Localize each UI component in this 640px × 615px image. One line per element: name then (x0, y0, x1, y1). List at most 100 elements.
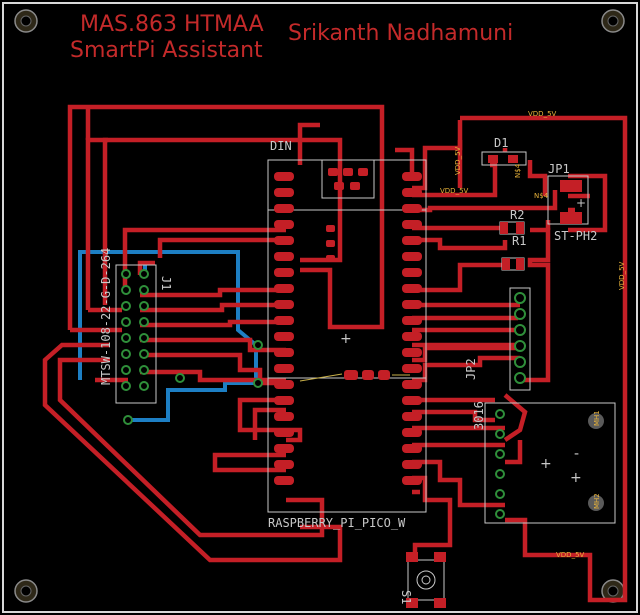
pico-pad-left (274, 332, 294, 341)
jp1-center-cross: + (576, 196, 586, 210)
mic-minus-label: - (574, 446, 579, 462)
j1-pin (121, 365, 131, 375)
j1-extra-pad (123, 415, 133, 425)
title-line1: MAS.863 HTMAA (80, 12, 264, 37)
pico-name-label: RASPBERRY_PI_PICO_W (268, 516, 406, 530)
j1-pin (139, 349, 149, 359)
net-label-vdd5v-top: VDD_5V (528, 110, 557, 118)
pico-pad-right (402, 252, 422, 261)
pico-pad-right (402, 300, 422, 309)
net-label-vdd5v-left: VDD_5V (454, 146, 462, 175)
jp2-pin (514, 324, 526, 336)
pico-pad-left (274, 396, 294, 405)
pico-pad-right (402, 444, 422, 453)
pico-pad-left (274, 188, 294, 197)
pico-pad-left (274, 236, 294, 245)
j1-pin (139, 317, 149, 327)
jp1-ref-label: JP1 (548, 162, 570, 176)
j1-pin (121, 269, 131, 279)
mic-center-cross: + (540, 456, 552, 472)
pico-pad-left (274, 364, 294, 373)
s1-center (416, 570, 436, 590)
s1-pad-3 (406, 598, 418, 608)
mic-board-pin (495, 409, 505, 419)
pico-pad-right (402, 476, 422, 485)
mic-board-pin (495, 489, 505, 499)
jp2-pin (514, 308, 526, 320)
pico-center-cross: + (340, 331, 352, 347)
pico-debug-pads (326, 225, 335, 262)
j1-part-label: MTSW-108-22-G-D-264 (99, 248, 113, 385)
j1-pin (139, 333, 149, 343)
r1-ref-label: R1 (512, 234, 526, 248)
j1-pin (121, 317, 131, 327)
pico-pad-left (274, 172, 294, 181)
r2-pad-2 (516, 222, 524, 234)
j1-ref-label: J1 (159, 276, 173, 290)
mic-board-pin (495, 509, 505, 519)
pico-pads (274, 172, 422, 485)
j1-pin (121, 349, 131, 359)
pico-pad-left (274, 252, 294, 261)
s1-outline (407, 559, 445, 601)
pico-pad-left (274, 444, 294, 453)
pico-pad-right (402, 172, 422, 181)
mic1-label: MH1 (593, 410, 601, 426)
pico-pad-right (402, 396, 422, 405)
mic-board-pin (495, 449, 505, 459)
top-layer-traces (42, 104, 628, 603)
j1-pin (121, 285, 131, 295)
jp2-pads (514, 292, 526, 384)
mounting-hole-top-left (14, 9, 38, 33)
pico-pad-left (274, 428, 294, 437)
pico-pad-right (402, 316, 422, 325)
jp1-part-label: ST-PH2 (554, 229, 597, 243)
pico-pad-right (402, 332, 422, 341)
j1-pin (139, 269, 149, 279)
pico-pad-right (402, 460, 422, 469)
mic2-label: MH2 (593, 493, 601, 509)
pico-pad-right (402, 364, 422, 373)
jp2-pin (514, 372, 526, 384)
pico-pad-left (274, 204, 294, 213)
pico-pad-right (402, 412, 422, 421)
pico-test-pads (344, 370, 390, 380)
jp2-ref-label: JP2 (464, 358, 478, 380)
mic1-pad (588, 413, 604, 429)
pico-pad-right (402, 236, 422, 245)
pico-pad-left (274, 316, 294, 325)
d1-pad-1 (488, 155, 498, 163)
j1-pin (121, 333, 131, 343)
pico-pad-left (274, 476, 294, 485)
pico-pad-right (402, 428, 422, 437)
jp2-pin (514, 356, 526, 368)
jp1-pad-2 (560, 212, 582, 224)
net-label-vdd5v-bottom: VDD_5V (556, 551, 585, 559)
j1-pin (139, 285, 149, 295)
pico-pad-left (274, 460, 294, 469)
net-label-n4-vertical: N$4 (514, 163, 522, 178)
pico-pad-right (402, 284, 422, 293)
r2-ref-label: R2 (510, 208, 524, 222)
s1-pad-4 (434, 598, 446, 608)
r1-pad-2 (516, 258, 524, 270)
title-line2: SmartPi Assistant (70, 38, 263, 63)
pico-pad-right (402, 380, 422, 389)
pico-pad-right (402, 204, 422, 213)
mic-board-pin (495, 469, 505, 479)
pico-pad-right (402, 348, 422, 357)
net-label-vdd5v-right: VDD_5V (618, 261, 626, 290)
s1-pad-2 (434, 552, 446, 562)
pico-usb-pads (328, 168, 368, 190)
mic-plus-label: + (570, 470, 582, 486)
jp2-outline (509, 287, 531, 391)
j1-extra-pad (175, 373, 185, 383)
pico-pad-left (274, 284, 294, 293)
pico-pad-left (274, 268, 294, 277)
d1-outline (481, 151, 527, 166)
j1-pin (139, 365, 149, 375)
j1-pin (139, 301, 149, 311)
j1-header-outline (115, 264, 157, 404)
net-label-n4-horizontal: N$4 (534, 192, 549, 200)
